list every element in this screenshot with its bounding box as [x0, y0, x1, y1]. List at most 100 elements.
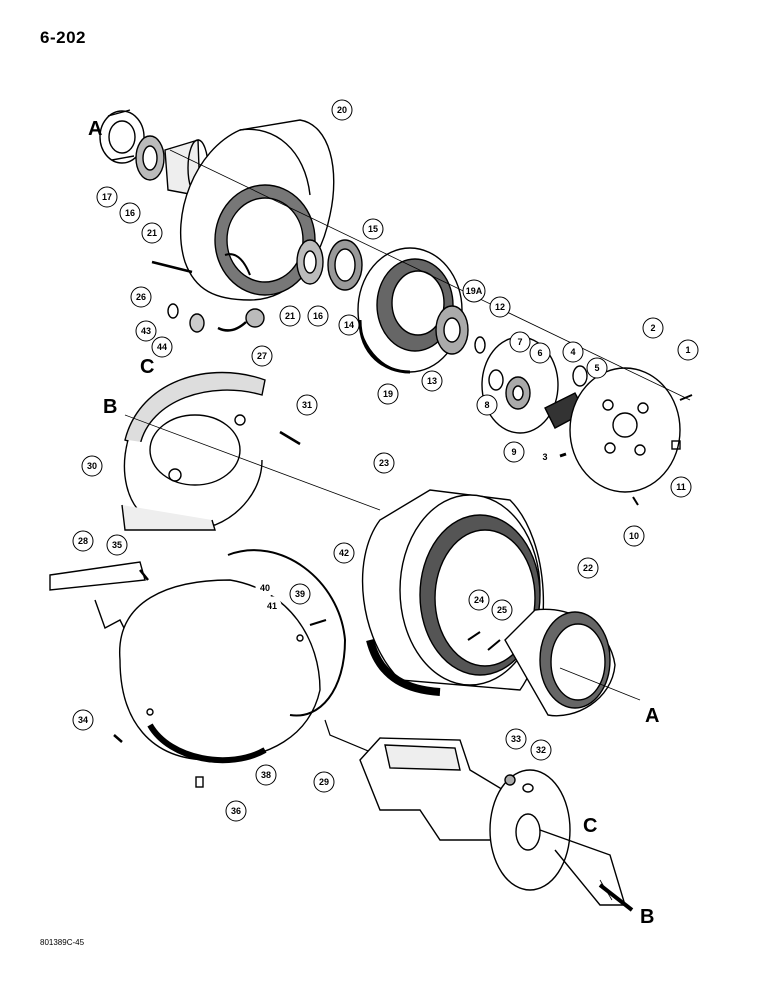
svg-text:20: 20: [337, 105, 347, 115]
callout-42: 42: [333, 542, 355, 564]
svg-text:31: 31: [302, 400, 312, 410]
callout-35: 35: [106, 534, 128, 556]
svg-text:27: 27: [257, 351, 267, 361]
hub-part-20: [180, 119, 335, 301]
callout-28: 28: [72, 530, 94, 552]
alignment-line-middle: [124, 414, 381, 511]
svg-text:32: 32: [536, 745, 546, 755]
callout-36: 36: [225, 800, 247, 822]
callout-21b: 21: [279, 305, 301, 327]
callout-9: 9: [503, 441, 525, 463]
callout-2: 2: [642, 317, 664, 339]
callout-16b: 16: [307, 305, 329, 327]
svg-text:44: 44: [157, 342, 167, 352]
svg-text:21: 21: [147, 228, 157, 238]
callout-30: 30: [81, 455, 103, 477]
callout-22: 22: [577, 557, 599, 579]
callout-10: 10: [623, 525, 645, 547]
svg-text:26: 26: [136, 292, 146, 302]
axle-housing-part-38: [49, 561, 321, 764]
ref-letter-b-top: B: [103, 396, 117, 418]
plug-part-34: [113, 734, 123, 743]
callout-8: 8: [476, 394, 498, 416]
svg-text:2: 2: [650, 323, 655, 333]
callout-11: 11: [670, 476, 692, 498]
callout-24: 24: [468, 589, 490, 611]
plug-part-36: [195, 776, 204, 788]
svg-text:15: 15: [368, 224, 378, 234]
svg-text:19A: 19A: [466, 286, 483, 296]
callout-group: 1 2 3 4 5 6 7 8 9 10 11 12 13 14 15 16 1…: [72, 99, 699, 822]
callout-25: 25: [491, 599, 513, 621]
svg-text:1: 1: [685, 345, 690, 355]
callout-21a: 21: [141, 222, 163, 244]
planet-carrier-part-19: [357, 247, 463, 374]
svg-text:41: 41: [267, 601, 277, 611]
ref-letter-a-bottom: A: [645, 705, 659, 727]
cover-part-2: [569, 367, 681, 493]
svg-text:42: 42: [339, 548, 349, 558]
leader-line-a: [559, 667, 641, 701]
svg-text:35: 35: [112, 540, 122, 550]
nut-part-27: [245, 308, 265, 328]
callout-19a: 19A: [462, 279, 486, 303]
callout-4: 4: [562, 341, 584, 363]
callout-27: 27: [251, 345, 273, 367]
callout-15: 15: [362, 218, 384, 240]
ref-letter-c-top: C: [140, 356, 154, 378]
callout-12: 12: [489, 296, 511, 318]
leader-line-b: [599, 879, 613, 901]
stud-part-24: [467, 631, 481, 641]
bolt-part-1: [679, 394, 693, 401]
gasket-part-42: [227, 549, 347, 717]
nut-part-33: [504, 774, 516, 786]
callout-13: 13: [421, 370, 443, 392]
callout-29: 29: [313, 771, 335, 793]
callout-31: 31: [296, 394, 318, 416]
sun-gear-part-13: [435, 305, 469, 355]
svg-text:25: 25: [497, 605, 507, 615]
svg-text:12: 12: [495, 302, 505, 312]
svg-text:36: 36: [231, 806, 241, 816]
pin-part-3: [559, 452, 567, 458]
bearing-part-16b: [296, 239, 324, 285]
svg-text:28: 28: [78, 536, 88, 546]
callout-34: 34: [72, 709, 94, 731]
callout-39: 39: [289, 583, 311, 605]
callout-38: 38: [255, 764, 277, 786]
svg-text:11: 11: [676, 482, 686, 492]
svg-text:17: 17: [102, 192, 112, 202]
bearing-part-16: [135, 135, 165, 181]
svg-text:3: 3: [542, 452, 547, 462]
page-number: 6-202: [40, 28, 86, 47]
callout-44: 44: [151, 336, 173, 358]
breather-part-35: [139, 569, 149, 581]
svg-text:23: 23: [379, 458, 389, 468]
svg-text:33: 33: [511, 734, 521, 744]
svg-text:6: 6: [537, 348, 542, 358]
callout-43: 43: [135, 320, 157, 342]
svg-text:16: 16: [125, 208, 135, 218]
ring-gear-part-14: [327, 239, 363, 291]
svg-text:19: 19: [383, 389, 393, 399]
axle-shaft-part-29: [324, 719, 386, 759]
plug-part-11: [671, 440, 681, 450]
stud-part-25: [487, 639, 501, 651]
callout-20: 20: [331, 99, 353, 121]
callout-32: 32: [530, 739, 552, 761]
callout-16a: 16: [119, 202, 141, 224]
svg-text:24: 24: [474, 595, 484, 605]
callout-6: 6: [529, 342, 551, 364]
seal-part-17: [99, 109, 145, 164]
callout-23: 23: [373, 452, 395, 474]
svg-text:43: 43: [141, 326, 151, 336]
callout-19: 19: [377, 383, 399, 405]
bushing-part-44: [189, 313, 205, 333]
callout-26: 26: [130, 286, 152, 308]
svg-text:9: 9: [511, 447, 516, 457]
callout-5: 5: [586, 357, 608, 379]
bolt-part-31: [279, 430, 301, 446]
reference-letters: A A B B C C: [88, 118, 659, 928]
svg-text:21: 21: [285, 311, 295, 321]
